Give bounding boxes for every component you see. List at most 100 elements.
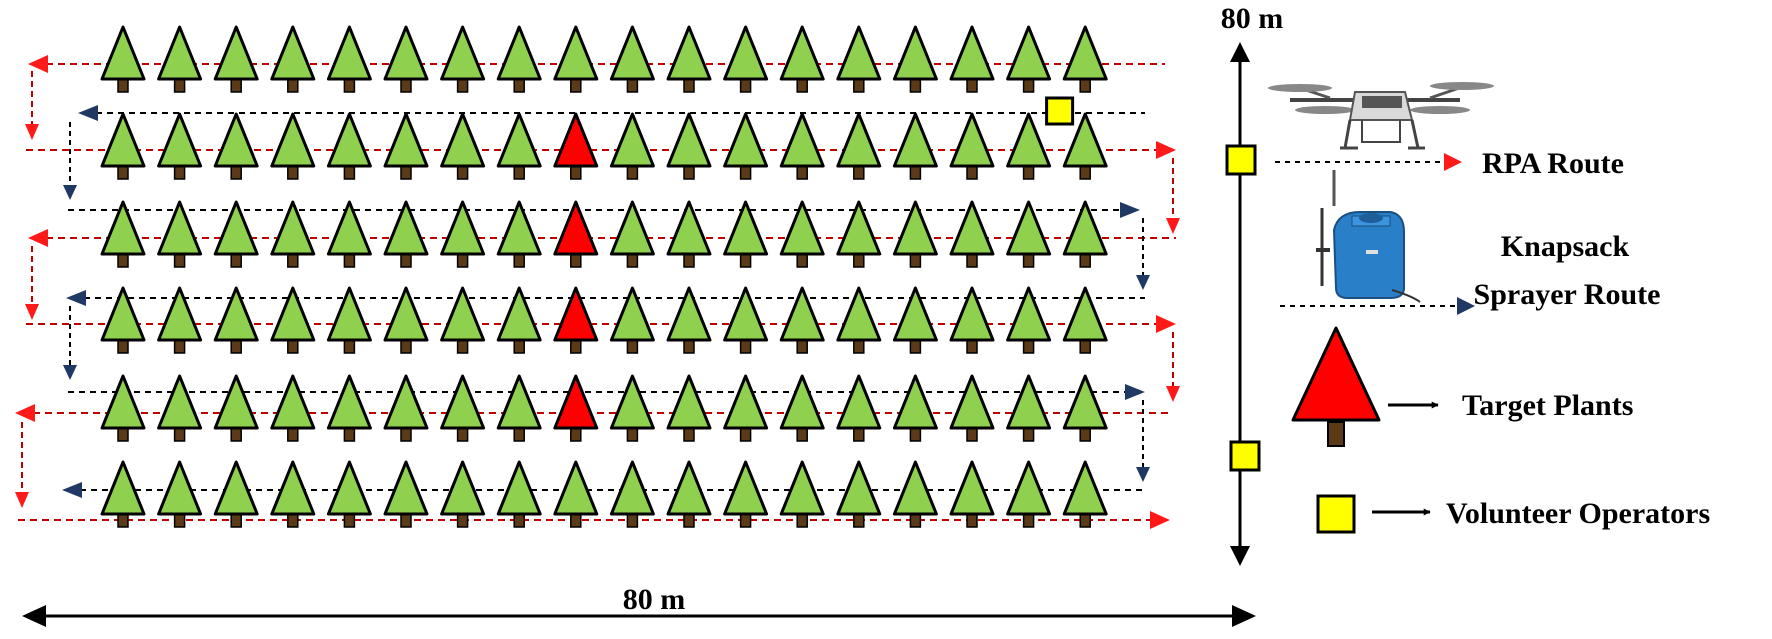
tree-canopy [666,374,712,430]
rpa-route-arrowhead [15,404,35,422]
tree-canopy [383,112,429,168]
tree [609,25,655,93]
tree-canopy [666,200,712,256]
tree-trunk [400,427,412,442]
tree [836,460,882,528]
tree-canopy [440,460,486,516]
tree-trunk [1022,165,1035,180]
tree-trunk [400,78,412,93]
tree [440,286,486,354]
tree [892,112,938,180]
tree [949,200,995,268]
tree [100,200,146,268]
tree-trunk [626,78,639,93]
tree [157,374,203,442]
tree [326,286,372,354]
tree-trunk [966,427,978,442]
tree-canopy [213,112,259,168]
tree [609,286,655,354]
tree-trunk [796,165,808,180]
tree-trunk [513,78,525,93]
target-plant-legend-icon [1291,326,1381,447]
rpa-route-arrowhead [1156,315,1176,333]
tree [949,25,995,93]
tree [666,460,712,528]
rpa-route-arrowhead [1150,511,1170,529]
tree-row [100,460,1108,528]
drone-icon [1268,82,1494,150]
knapsack-route-arrowhead [1136,275,1150,290]
tree [1062,286,1108,354]
knapsack-route-arrowhead [1136,467,1150,482]
tree-trunk [853,513,865,528]
tree-canopy [609,460,655,516]
tree-trunk [853,165,865,180]
tree [383,374,429,442]
tree-canopy [100,460,146,516]
tree-canopy [383,25,429,81]
tree-trunk [909,427,922,442]
tree-canopy [949,112,995,168]
tree-canopy [892,25,938,81]
tree-canopy [892,374,938,430]
tree [892,374,938,442]
tree-trunk [796,513,808,528]
knapsack-route-arrowhead [63,365,77,380]
tree-canopy [836,112,882,168]
tree-canopy [496,200,542,256]
tree-canopy [496,112,542,168]
tree-trunk [683,78,695,93]
target-plant [553,112,599,180]
volunteer-operator-in-field [1045,96,1075,126]
tree-trunk [230,165,242,180]
tree-canopy [723,200,769,256]
tree-trunk [1022,427,1035,442]
tree-trunk [966,78,978,93]
tree-trunk [966,253,978,268]
tree-canopy [157,112,203,168]
tree-canopy [949,374,995,430]
tree [326,25,372,93]
tree-trunk [570,427,582,442]
tree [326,460,372,528]
tree-trunk [513,513,525,528]
tree-canopy [326,200,372,256]
tree-trunk [343,427,356,442]
tree [326,112,372,180]
tree-trunk [1079,78,1091,93]
tree-trunk [626,165,639,180]
horizontal-dimension-label: 80 m [623,583,686,616]
tree [892,25,938,93]
tree [383,286,429,354]
tree-trunk [1079,513,1091,528]
tree-trunk [173,165,186,180]
tree [666,112,712,180]
tree-trunk [287,339,299,354]
tree [440,460,486,528]
tree [383,25,429,93]
operator-marker-bottom [1229,440,1261,472]
tree-canopy [326,25,372,81]
tree-trunk [683,339,695,354]
tree-trunk [230,78,242,93]
tree-trunk [117,165,129,180]
tree-trunk [513,339,525,354]
tree-trunk [117,427,129,442]
tree [836,112,882,180]
tree-trunk [400,253,412,268]
tree-row [100,286,1108,354]
tree-trunk [173,339,186,354]
tree [100,460,146,528]
tree-trunk [796,427,808,442]
tree-canopy [779,200,825,256]
tree-canopy [440,374,486,430]
vertical-dimension: 80 m [1221,2,1283,566]
tree-trunk [343,165,356,180]
tree-trunk [909,165,922,180]
tree-canopy [270,460,316,516]
tree-trunk [570,339,582,354]
tree-canopy [949,25,995,81]
tree-canopy [270,200,316,256]
tree-trunk [1079,253,1091,268]
tree [1006,374,1052,442]
